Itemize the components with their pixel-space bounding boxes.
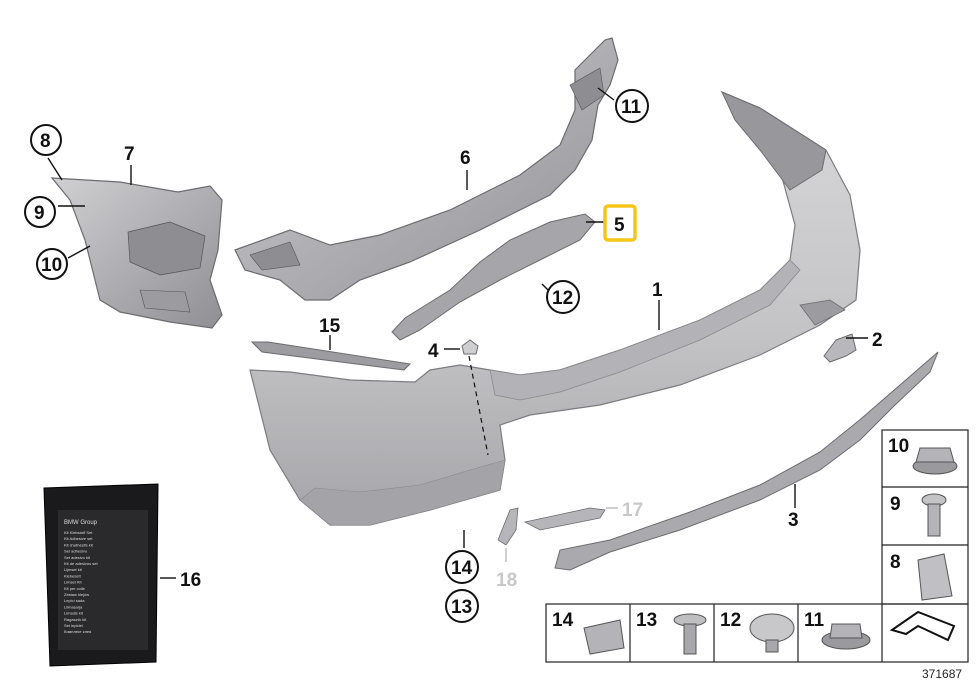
package-text-line: Комплект клея: [64, 629, 91, 634]
cap-icon-12: [749, 613, 795, 653]
callout-18: 18: [496, 570, 517, 591]
callout-circle-11: [615, 89, 649, 123]
package-text-line: Kit de adesivos set: [64, 561, 98, 566]
callout-7: 7: [124, 144, 135, 165]
callout-4: 4: [428, 341, 439, 362]
package-text-line: Kit d'adhésifs kit: [64, 542, 94, 547]
callout-12: 12: [552, 288, 573, 309]
callout-17: 17: [622, 500, 643, 521]
clip-4: [461, 339, 489, 456]
screw-icon-9: [921, 493, 947, 537]
direction-arrow-icon: [889, 610, 956, 642]
package-text-line: Limset Kit: [64, 580, 82, 585]
legend-label-14: 14: [552, 610, 574, 631]
legend-label-12: 12: [720, 610, 741, 631]
trim-strip-15: [250, 341, 412, 371]
legend-label-9: 9: [890, 494, 901, 515]
nut-icon-10: [912, 447, 958, 475]
callout-circle-8: [30, 124, 62, 156]
callout-8: 8: [40, 131, 51, 152]
callout-14: 14: [451, 558, 473, 579]
package-text-line: Limsats kit: [64, 611, 84, 616]
package-text-line: Kit Klebstoff Set: [64, 530, 93, 535]
package-text-line: Zestaw klejów: [64, 592, 89, 597]
callout-15: 15: [319, 316, 341, 337]
legend-label-13: 13: [636, 610, 657, 631]
callout-13: 13: [451, 597, 472, 618]
package-text-line: Liimasarja: [64, 604, 83, 609]
callout-circle-12: [546, 280, 580, 314]
package-text-line: Set adhesivo: [64, 549, 88, 554]
legend-label-8: 8: [890, 552, 901, 573]
highlight-box-5: [603, 204, 637, 242]
carrier-6: [234, 37, 619, 301]
document-number: 371687: [922, 667, 962, 681]
adhesive-package-16: [43, 483, 159, 667]
package-text-line: Lijmset kit: [64, 567, 83, 572]
legend-label-10: 10: [888, 436, 909, 457]
bracket-7: [50, 177, 223, 329]
flange-nut-icon-11: [821, 623, 871, 650]
callout-16: 16: [180, 570, 201, 591]
callout-circle-10: [36, 248, 68, 280]
callout-9: 9: [34, 203, 45, 224]
rivet-icon-13: [673, 613, 707, 655]
callout-10: 10: [41, 255, 62, 276]
package-text-line: Set adesivo kit: [64, 555, 91, 560]
callout-3: 3: [788, 510, 799, 531]
part-2: [823, 333, 857, 363]
package-text-line: Klebesett: [64, 573, 82, 578]
leader-lines: [47, 87, 868, 579]
diffuser-3: [554, 351, 939, 571]
clip-nut-icon-8: [917, 553, 953, 601]
fastener-legend: [545, 429, 969, 663]
callout-5: 5: [614, 215, 625, 236]
callout-11: 11: [621, 97, 642, 118]
legend-label-11: 11: [804, 610, 825, 631]
package-text-line: Lepicí sada: [64, 598, 85, 603]
callout-circle-14: [445, 550, 479, 584]
part-18: [497, 507, 519, 546]
part-17: [523, 507, 606, 531]
spring-clip-icon-14: [583, 619, 625, 655]
bumper-panel: [249, 90, 861, 526]
callout-2: 2: [872, 330, 883, 351]
callout-1: 1: [652, 280, 663, 301]
package-brand: BMW Group: [64, 520, 98, 526]
package-text-line: Ragasztó kit: [64, 617, 87, 622]
callout-6: 6: [460, 148, 471, 169]
package-text-line: Kit per colle: [64, 586, 86, 591]
package-text-line: Kit Adhesive set: [64, 536, 93, 541]
callout-circle-13: [445, 589, 479, 623]
callout-circle-9: [24, 196, 56, 228]
package-text-line: Set lepidel: [64, 623, 83, 628]
